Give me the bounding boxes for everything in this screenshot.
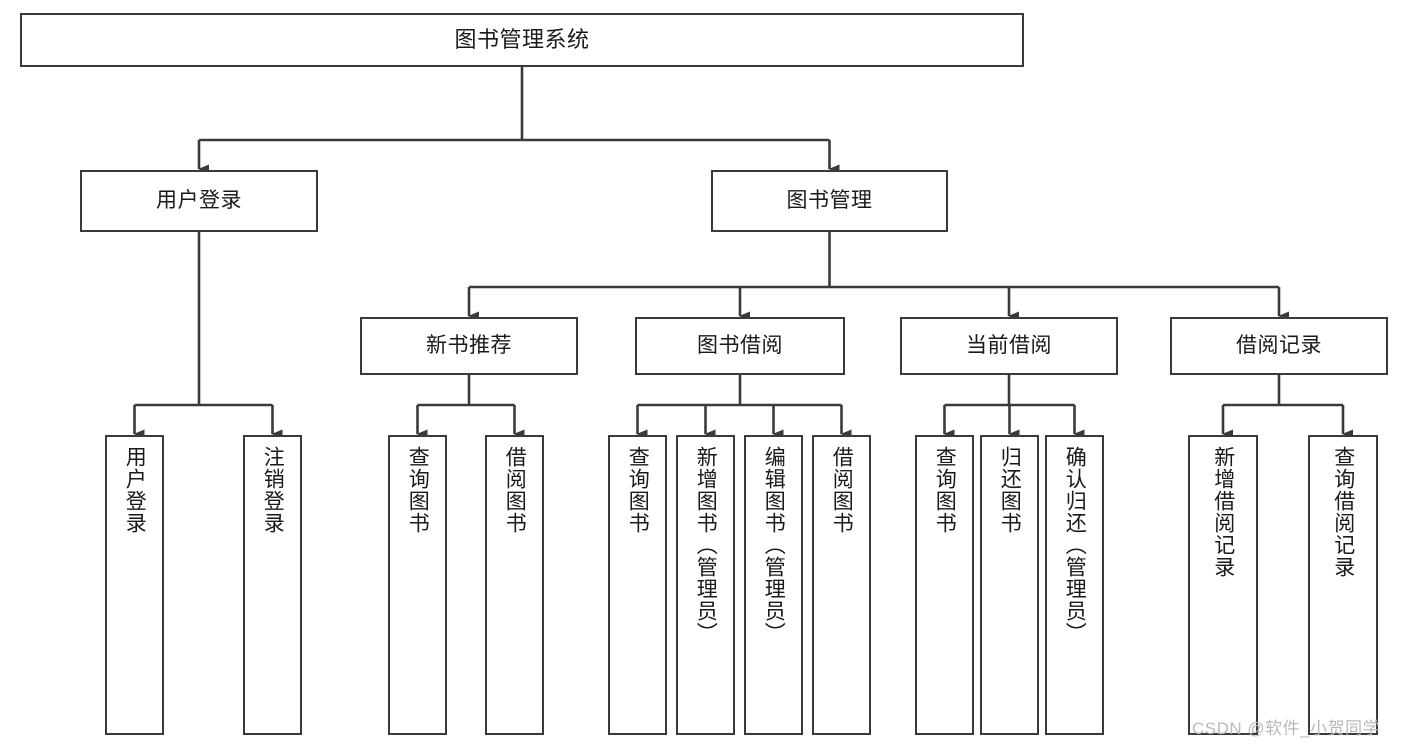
node-label: 当前借阅 xyxy=(966,333,1052,357)
node-leaf-borrow-book-1[interactable]: 借阅图书 xyxy=(485,435,544,735)
node-leaf-return-book[interactable]: 归还图书 xyxy=(980,435,1039,735)
node-leaf-query-book-2[interactable]: 查询图书 xyxy=(608,435,667,735)
node-label: 借阅图书 xyxy=(830,446,854,534)
node-book-manage[interactable]: 图书管理 xyxy=(711,170,948,232)
node-label: 借阅图书 xyxy=(503,446,527,534)
node-leaf-query-record[interactable]: 查询借阅记录 xyxy=(1308,435,1378,735)
node-book-borrow[interactable]: 图书借阅 xyxy=(635,317,845,375)
node-label: 确认归还（管理员） xyxy=(1063,446,1087,644)
node-label: 图书管理系统 xyxy=(454,27,590,53)
node-leaf-add-book[interactable]: 新增图书（管理员） xyxy=(676,435,735,735)
node-leaf-user-login[interactable]: 用户登录 xyxy=(105,435,164,735)
node-label: 新增借阅记录 xyxy=(1211,446,1235,578)
node-label: 借阅记录 xyxy=(1236,333,1322,357)
node-label: 新增图书（管理员） xyxy=(694,446,718,644)
node-leaf-logout[interactable]: 注销登录 xyxy=(243,435,302,735)
node-leaf-query-book-3[interactable]: 查询图书 xyxy=(915,435,974,735)
connector-lines xyxy=(133,67,1353,439)
node-root[interactable]: 图书管理系统 xyxy=(20,13,1024,67)
node-label: 查询图书 xyxy=(933,446,957,534)
node-label: 查询图书 xyxy=(626,446,650,534)
node-label: 图书管理 xyxy=(786,188,873,212)
node-label: 用户登录 xyxy=(156,188,242,212)
node-leaf-add-record[interactable]: 新增借阅记录 xyxy=(1188,435,1258,735)
node-current-borrow[interactable]: 当前借阅 xyxy=(900,317,1118,375)
node-new-book-rec[interactable]: 新书推荐 xyxy=(360,317,578,375)
node-leaf-query-book-1[interactable]: 查询图书 xyxy=(388,435,447,735)
node-user-login[interactable]: 用户登录 xyxy=(80,170,318,232)
node-label: 图书借阅 xyxy=(697,333,783,357)
csdn-watermark: CSDN @软件_小贺同学 xyxy=(1192,719,1381,738)
node-leaf-borrow-book-2[interactable]: 借阅图书 xyxy=(812,435,871,735)
node-label: 查询借阅记录 xyxy=(1331,446,1355,578)
node-label: 查询图书 xyxy=(406,446,430,534)
node-label: 新书推荐 xyxy=(426,333,512,357)
node-label: 归还图书 xyxy=(998,446,1022,534)
node-label: 用户登录 xyxy=(123,446,147,534)
node-label: 注销登录 xyxy=(261,446,285,534)
node-borrow-record[interactable]: 借阅记录 xyxy=(1170,317,1388,375)
node-label: 编辑图书（管理员） xyxy=(762,446,786,644)
node-leaf-confirm-return[interactable]: 确认归还（管理员） xyxy=(1045,435,1104,735)
node-leaf-edit-book[interactable]: 编辑图书（管理员） xyxy=(744,435,803,735)
